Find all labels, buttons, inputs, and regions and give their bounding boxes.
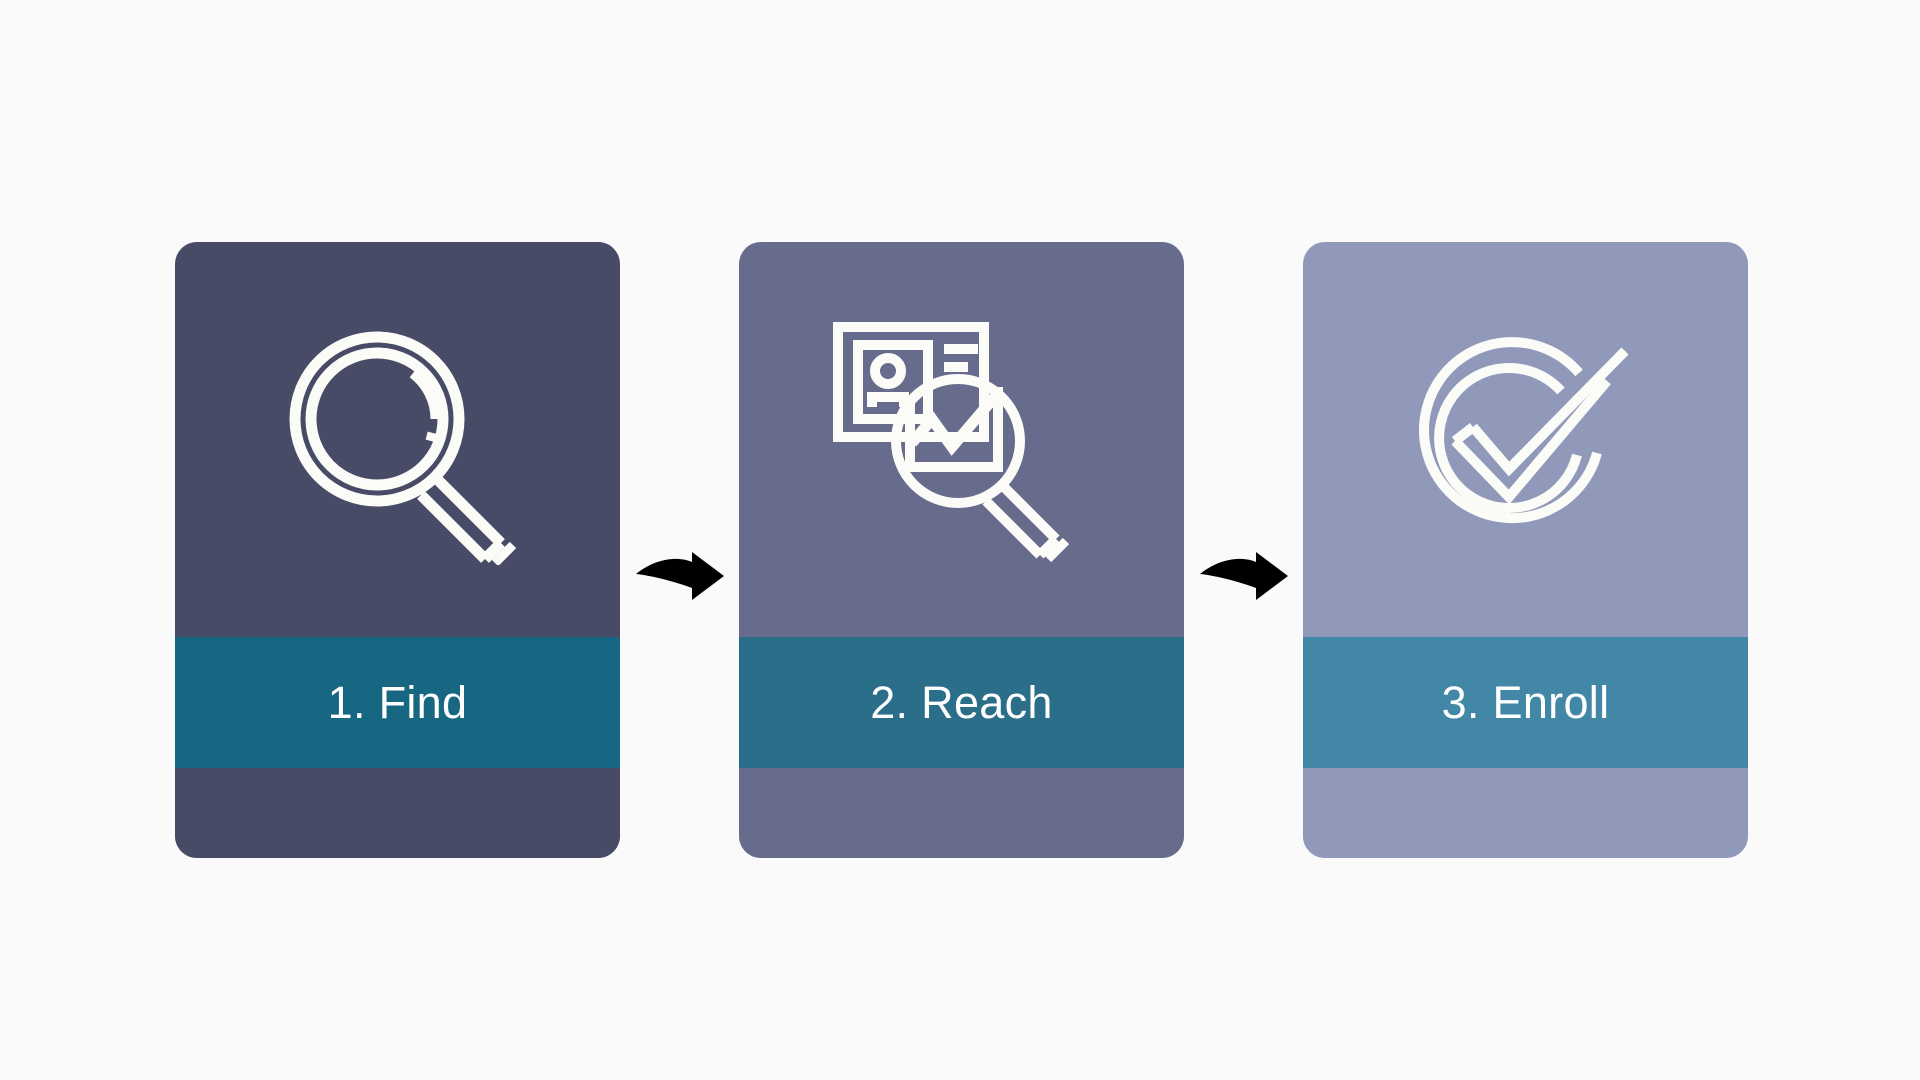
connector-1-area [622, 242, 737, 858]
arrow-right-icon [1199, 552, 1288, 600]
step-1-icon-area [175, 242, 620, 637]
step-2-label-band: 2. Reach [739, 637, 1184, 768]
step-2-card-footer [739, 768, 1184, 858]
profile-card-magnifier-chart-icon [832, 321, 1069, 562]
step-card-reach[interactable]: 2. Reach [739, 242, 1184, 858]
connector-2-area [1186, 242, 1301, 858]
step-card-find[interactable]: 1. Find [175, 242, 620, 858]
step-2-icon-area [739, 242, 1184, 637]
step-3-icon-area [1303, 242, 1748, 637]
step-3-label: 3. Enroll [1441, 677, 1610, 728]
step-1-label: 1. Find [327, 677, 468, 728]
step-3-label-band: 3. Enroll [1303, 637, 1748, 768]
process-flow-row: 1. Find [175, 242, 1748, 858]
magnifying-glass-icon [289, 331, 516, 565]
arrow-right-icon [635, 552, 724, 600]
circle-checkmark-icon [1418, 336, 1629, 523]
step-3-card-footer [1303, 768, 1748, 858]
step-1-card-footer [175, 768, 620, 858]
step-card-enroll[interactable]: 3. Enroll [1303, 242, 1748, 858]
step-1-label-band: 1. Find [175, 637, 620, 768]
step-2-label: 2. Reach [870, 677, 1053, 728]
